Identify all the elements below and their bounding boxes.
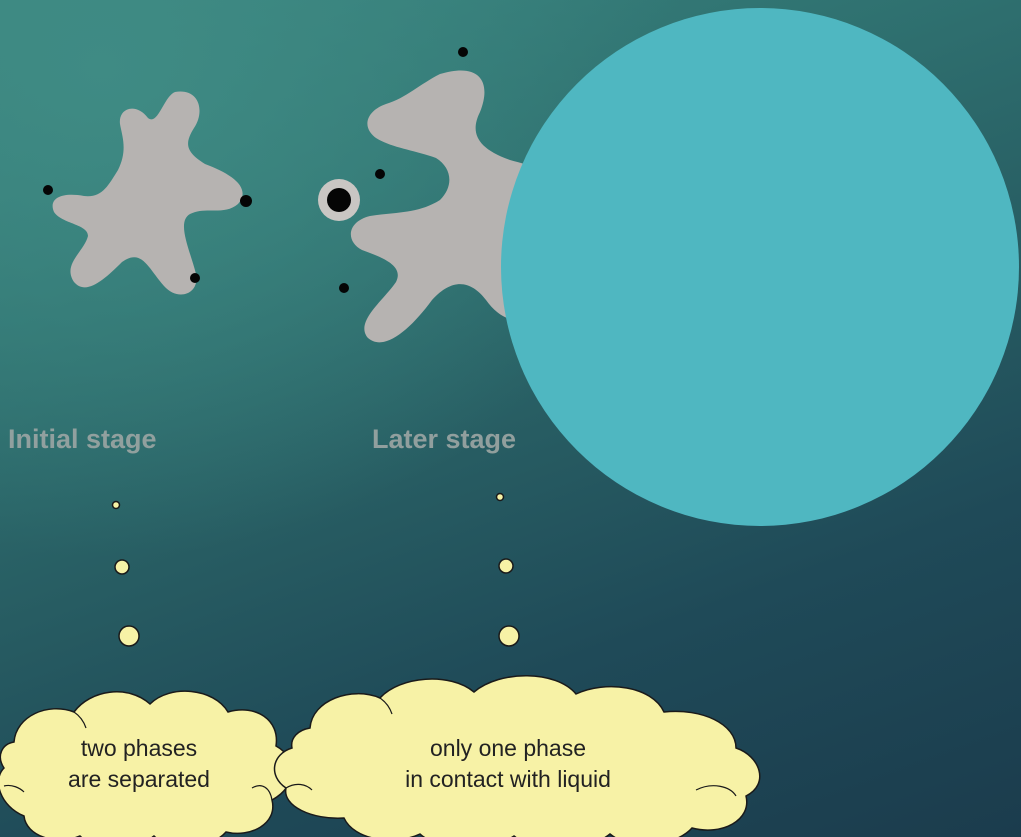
cloud-shape	[0, 690, 293, 837]
thought-trail-initial	[111, 500, 140, 647]
initial-dot-left	[43, 185, 53, 195]
cloud-inner-curve	[73, 711, 87, 729]
later-stage-label: Later stage	[372, 424, 517, 454]
cloud-inner-curve	[251, 785, 273, 801]
initial-dot-right	[240, 195, 252, 207]
cloud-callout-initial	[0, 690, 293, 837]
cloud-text-line: two phases	[80, 735, 198, 761]
trail-bubble-large	[118, 625, 140, 647]
cloud-inner-curve	[695, 785, 737, 797]
cloud-text-later: only one phase in contact with liquid	[318, 733, 698, 795]
cloud-inner-curve	[285, 783, 313, 791]
initial-particle-shape	[52, 91, 243, 295]
later-dot-ring-inner	[327, 188, 351, 212]
liquid-droplet	[501, 8, 1019, 526]
cloud-text-line: in contact with liquid	[405, 766, 611, 792]
later-particle-shape	[350, 70, 605, 343]
cloud-text-line: only one phase	[429, 735, 586, 761]
initial-dot-bottom	[190, 273, 200, 283]
trail-bubble-large	[498, 625, 520, 647]
thought-trail-later	[495, 492, 520, 647]
cloud-text-initial: two phases are separated	[24, 733, 254, 795]
later-dot-top	[458, 47, 468, 57]
cloud-text-line: are separated	[68, 766, 210, 792]
trail-bubble-medium	[498, 558, 514, 574]
later-dot-small-left	[375, 169, 385, 179]
trail-bubble-medium	[114, 559, 130, 575]
initial-stage-label: Initial stage	[8, 424, 157, 454]
trail-bubble-small	[111, 500, 121, 510]
cloud-shape	[273, 675, 761, 837]
cloud-inner-curve	[379, 697, 393, 715]
cloud-callout-later	[273, 675, 761, 837]
later-dot-bottom-left	[339, 283, 349, 293]
initial-stage-particle	[43, 91, 252, 295]
cloud-inner-curve	[3, 784, 25, 793]
trail-bubble-small	[495, 492, 505, 502]
